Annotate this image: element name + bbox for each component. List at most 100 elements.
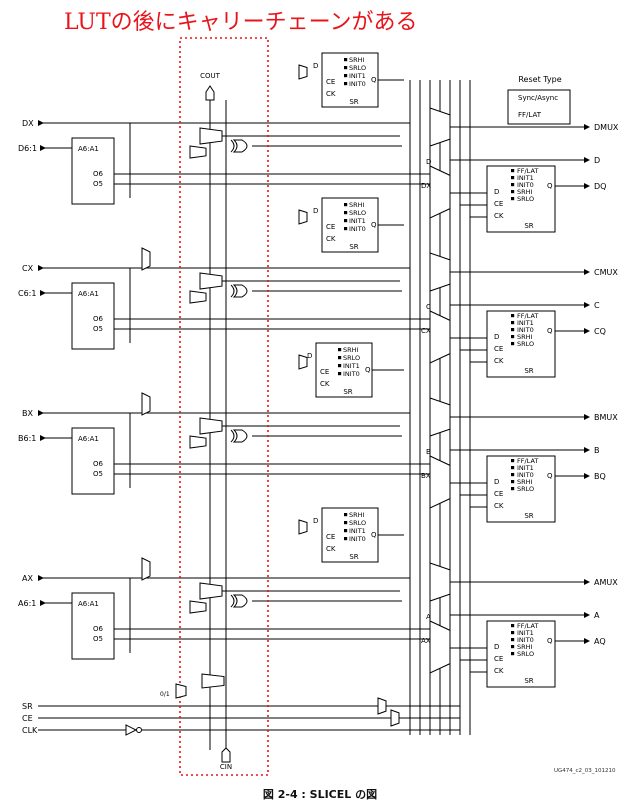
output-arrow — [584, 414, 590, 420]
legend-box — [507, 89, 571, 125]
output-mux — [429, 107, 451, 147]
ffb-q-label: Q — [547, 327, 553, 335]
ff-option-label: INIT1 — [349, 217, 366, 225]
ff-option-label: SRLO — [349, 209, 366, 217]
ffb-option-square — [511, 176, 515, 180]
lut-o6-label: O6 — [93, 170, 104, 178]
carry-sel-mux — [189, 435, 207, 449]
ffb-sr-label: SR — [524, 677, 533, 685]
lut-addr-label: A6:A1 — [78, 145, 99, 153]
output-arrow — [584, 579, 590, 585]
ff-option-label: SRHI — [349, 201, 365, 209]
ffb-option-label: INIT1 — [517, 629, 534, 637]
ff-option-label: INIT1 — [343, 362, 360, 370]
ff-q-label: Q — [365, 366, 371, 374]
cin-label: CIN — [220, 763, 232, 771]
ff-small-box — [315, 342, 373, 398]
sr-mux — [377, 697, 387, 715]
ff-select-mux — [429, 620, 451, 674]
control-input-label: CLK — [22, 726, 38, 735]
output-arrow — [584, 302, 590, 308]
ffb-ck-label: CK — [494, 502, 504, 510]
ffb-option-label: SRHI — [517, 478, 533, 486]
addr-arrow — [40, 435, 46, 441]
ff-output-label: AQ — [594, 637, 606, 646]
ff-option-square — [344, 74, 348, 78]
ffb-option-square — [511, 314, 515, 318]
ffb-option-square — [511, 487, 515, 491]
addr-input-label: D6:1 — [18, 144, 37, 153]
ff-option-square — [344, 66, 348, 70]
x-route-mux — [141, 557, 151, 581]
ffb-option-square — [511, 466, 515, 470]
lut-addr-label: A6:A1 — [78, 600, 99, 608]
ff-big-box — [486, 310, 556, 378]
control-input-label: SR — [22, 702, 33, 711]
mux-output-label: CMUX — [594, 268, 618, 277]
addr-input-label: B6:1 — [18, 434, 36, 443]
clk-inverter-bubble — [136, 727, 142, 733]
ffb-option-label: FF/LAT — [517, 167, 538, 175]
ffb-option-square — [511, 335, 515, 339]
ffb-option-label: SRLO — [517, 650, 534, 658]
output-arrow — [584, 447, 590, 453]
ffb-d-label: D — [494, 643, 499, 651]
ffb-option-square — [511, 197, 515, 201]
ff-option-square — [344, 203, 348, 207]
mux-output-label: AMUX — [594, 578, 618, 587]
direct-output-label: D — [594, 156, 600, 165]
ff-big-box — [486, 620, 556, 688]
heading: LUTの後にキャリーチェーンがある — [64, 10, 418, 35]
x-arrow — [38, 265, 44, 271]
xor-gate-back — [230, 594, 235, 608]
ff-option-square — [344, 521, 348, 525]
mux-d-label: C — [426, 303, 431, 311]
ff-sr-label: SR — [349, 243, 358, 251]
ff-q-label: Q — [371, 531, 377, 539]
ff-ck-label: CK — [326, 545, 336, 553]
addr-arrow — [40, 145, 46, 151]
ffb-d-label: D — [494, 478, 499, 486]
ffb-option-square — [511, 190, 515, 194]
ffb-q-label: Q — [547, 472, 553, 480]
ffb-option-square — [511, 652, 515, 656]
ffb-sr-label: SR — [524, 222, 533, 230]
ff-select-mux — [429, 165, 451, 219]
mux-output-label: BMUX — [594, 413, 618, 422]
lut-box — [71, 427, 115, 495]
x-arrow — [38, 410, 44, 416]
ff-ck-label: CK — [326, 235, 336, 243]
ff-option-label: INIT0 — [343, 370, 360, 378]
ffb-option-label: SRLO — [517, 195, 534, 203]
ffb-sr-label: SR — [524, 367, 533, 375]
ff-ce-label: CE — [326, 223, 335, 231]
mux-d-label: D — [426, 158, 431, 166]
ffb-option-square — [511, 183, 515, 187]
blocks — [38, 37, 590, 776]
ff-option-square — [338, 372, 342, 376]
ffb-option-label: SRHI — [517, 333, 533, 341]
ff-option-label: SRLO — [343, 354, 360, 362]
ffb-option-square — [511, 328, 515, 332]
ff-option-square — [344, 82, 348, 86]
ff-option-square — [344, 537, 348, 541]
ff-input-mux — [298, 519, 308, 535]
muxcy — [199, 127, 223, 145]
ff-select-mux — [429, 310, 451, 364]
ffb-option-label: FF/LAT — [517, 457, 538, 465]
ff-d-label: D — [313, 62, 318, 70]
muxcy — [199, 272, 223, 290]
lut-o6-label: O6 — [93, 315, 104, 323]
ff-ck-label: CK — [326, 90, 336, 98]
ffb-option-square — [511, 631, 515, 635]
ff-sr-label: SR — [343, 388, 352, 396]
ff-input-mux — [298, 354, 308, 370]
zero-one-label: 0/1 — [160, 691, 170, 698]
ff-sr-label: SR — [349, 98, 358, 106]
ff-option-label: SRHI — [343, 346, 359, 354]
output-mux — [429, 252, 451, 292]
output-arrow — [584, 328, 590, 334]
ffb-option-label: FF/LAT — [517, 312, 538, 320]
